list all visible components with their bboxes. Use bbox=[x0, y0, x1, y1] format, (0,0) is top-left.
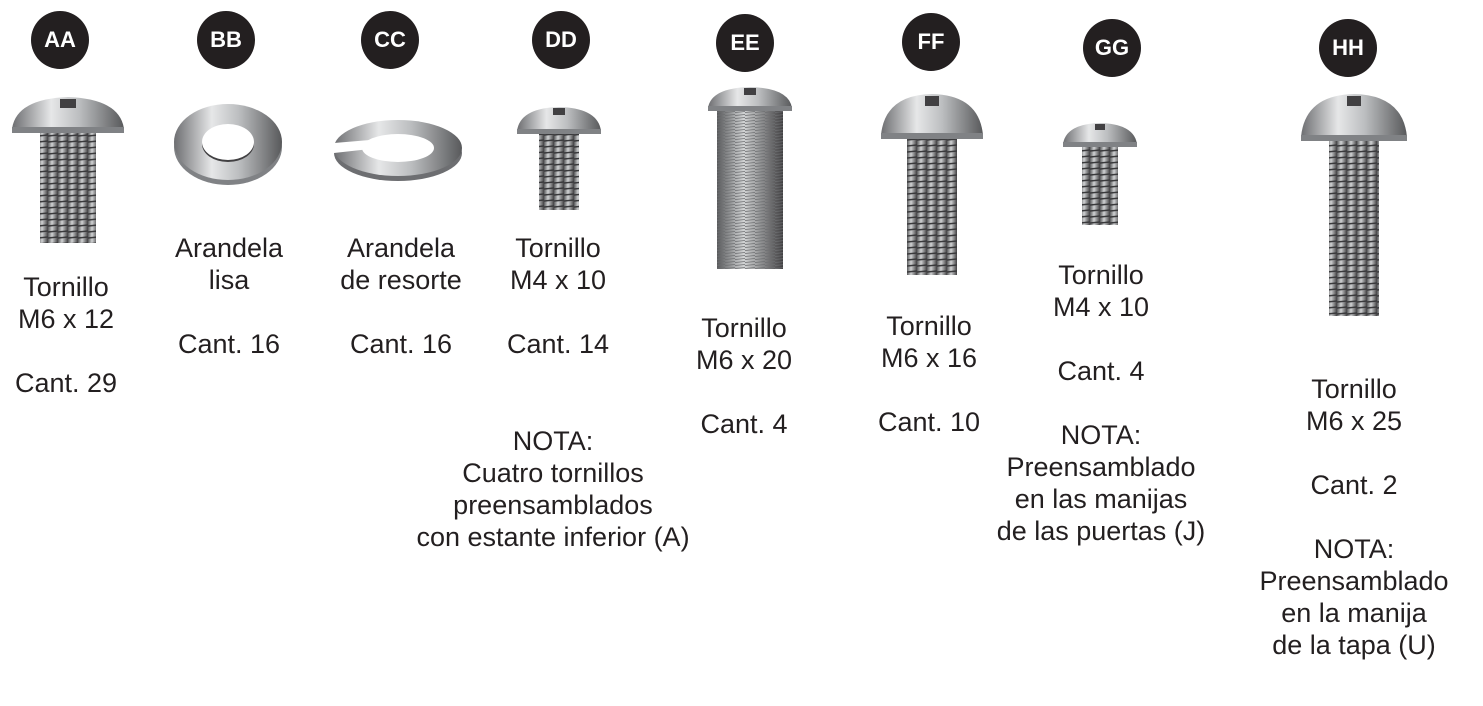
item-ee-name: Tornillo bbox=[701, 313, 787, 343]
item-gg-name: Tornillo bbox=[1058, 260, 1144, 290]
item-bb-name: Arandela bbox=[174, 233, 284, 263]
item-hh-name: Tornillo bbox=[1311, 374, 1397, 404]
item-dd-note-title: NOTA: bbox=[512, 426, 594, 456]
item-cc-qty: Cant. 16 bbox=[349, 329, 453, 359]
item-aa-qty: Cant. 29 bbox=[14, 368, 118, 398]
item-ff-size: M6 x 16 bbox=[880, 343, 978, 373]
item-aa-size: M6 x 12 bbox=[17, 304, 115, 334]
item-cc-name: Arandela bbox=[346, 233, 456, 263]
item-bb-size: lisa bbox=[208, 265, 250, 295]
item-hh-note-line1: Preensamblado bbox=[1259, 566, 1449, 596]
item-ee-size: M6 x 20 bbox=[695, 345, 793, 375]
item-ee-text: Tornillo M6 x 20 Cant. 4 bbox=[696, 312, 792, 440]
badge-dd: DD bbox=[532, 11, 590, 69]
badge-aa: AA bbox=[31, 11, 89, 69]
item-gg-note-line2: en las manijas bbox=[1014, 484, 1188, 514]
item-gg-note-title: NOTA: bbox=[1060, 420, 1142, 450]
item-gg-text: Tornillo M4 x 10 Cant. 4 NOTA: Preensamb… bbox=[997, 259, 1206, 547]
screw-dd-icon bbox=[517, 107, 601, 210]
item-hh-note-line2: en la manija bbox=[1281, 598, 1427, 628]
screw-ff-icon bbox=[881, 94, 983, 275]
item-gg-note-line3: de las puertas (J) bbox=[996, 516, 1206, 546]
screw-aa-icon bbox=[12, 97, 124, 243]
item-ff-qty: Cant. 10 bbox=[877, 407, 981, 437]
item-gg-size: M4 x 10 bbox=[1052, 292, 1150, 322]
item-dd-qty: Cant. 14 bbox=[506, 329, 610, 359]
spring-washer-icon bbox=[334, 120, 462, 181]
item-ee-qty: Cant. 4 bbox=[700, 409, 788, 439]
badge-cc: CC bbox=[361, 11, 419, 69]
item-hh-qty: Cant. 2 bbox=[1310, 470, 1398, 500]
screw-ee-icon bbox=[708, 87, 792, 269]
item-aa-name: Tornillo bbox=[23, 272, 109, 302]
item-dd-note-line2: preensamblados bbox=[453, 490, 653, 520]
item-bb-qty: Cant. 16 bbox=[177, 329, 281, 359]
item-ff-text: Tornillo M6 x 16 Cant. 10 bbox=[878, 310, 980, 438]
item-dd-name: Tornillo bbox=[515, 233, 601, 263]
screw-gg-icon bbox=[1063, 123, 1137, 225]
item-cc-text: Arandela de resorte Cant. 16 bbox=[340, 232, 462, 360]
item-cc-size: de resorte bbox=[340, 265, 462, 295]
item-dd-note: NOTA: Cuatro tornillos preensamblados co… bbox=[416, 425, 689, 553]
item-dd-text: Tornillo M4 x 10 Cant. 14 bbox=[507, 232, 609, 360]
badge-ee: EE bbox=[716, 14, 774, 72]
flat-washer-icon bbox=[174, 104, 282, 185]
item-aa-text: Tornillo M6 x 12 Cant. 29 bbox=[15, 271, 117, 399]
item-hh-note-title: NOTA: bbox=[1313, 534, 1395, 564]
item-hh-size: M6 x 25 bbox=[1305, 406, 1403, 436]
badge-gg: GG bbox=[1083, 19, 1141, 77]
item-gg-qty: Cant. 4 bbox=[1057, 356, 1145, 386]
item-hh-text: Tornillo M6 x 25 Cant. 2 NOTA: Preensamb… bbox=[1259, 373, 1448, 661]
item-dd-size: M4 x 10 bbox=[509, 265, 607, 295]
screw-hh-icon bbox=[1301, 94, 1407, 316]
item-gg-note-line1: Preensamblado bbox=[1006, 452, 1196, 482]
item-hh-note-line3: de la tapa (U) bbox=[1272, 630, 1436, 660]
item-bb-text: Arandela lisa Cant. 16 bbox=[175, 232, 283, 360]
item-dd-note-line3: con estante inferior (A) bbox=[416, 522, 690, 552]
badge-hh: HH bbox=[1319, 19, 1377, 77]
item-ff-name: Tornillo bbox=[886, 311, 972, 341]
item-dd-note-line1: Cuatro tornillos bbox=[462, 458, 644, 488]
badge-bb: BB bbox=[197, 11, 255, 69]
badge-ff: FF bbox=[902, 13, 960, 71]
